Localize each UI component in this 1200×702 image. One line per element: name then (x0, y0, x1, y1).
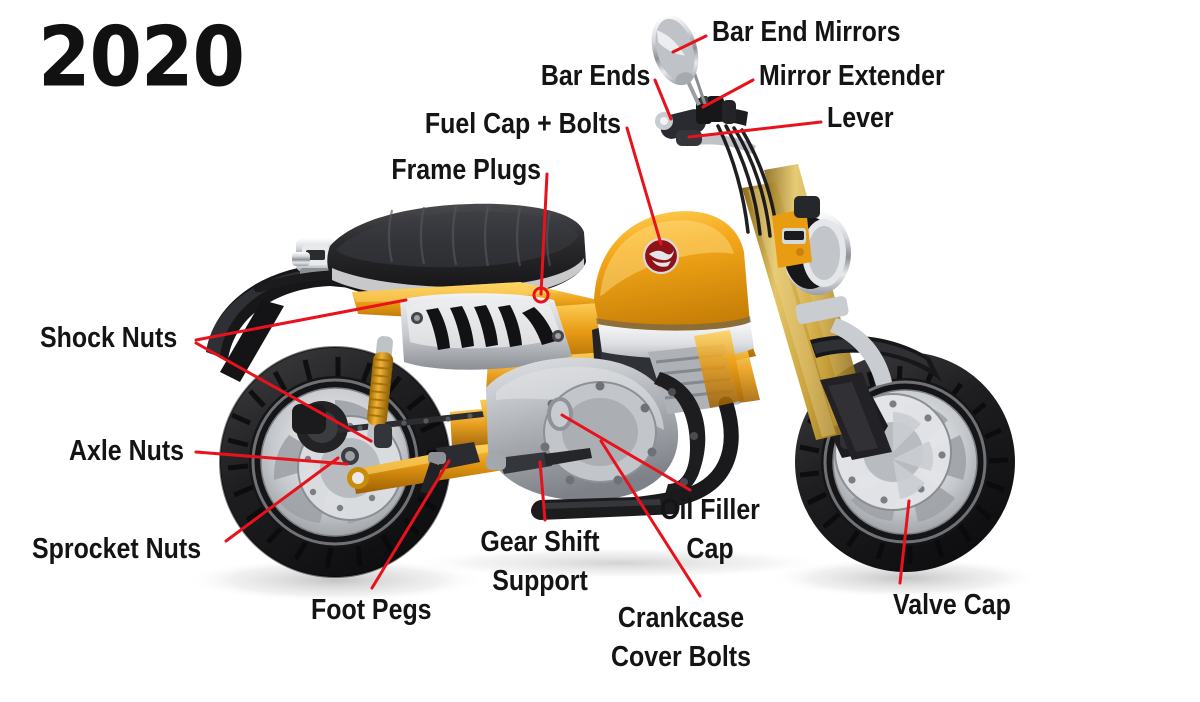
bar-end-mirror (651, 14, 707, 106)
label-oil-cap: Cap (683, 533, 738, 565)
label-text: Cap (686, 533, 734, 565)
label-crankcase: Crankcase (608, 602, 755, 634)
front-fender (810, 335, 942, 382)
label-foot-pegs: Foot Pegs (311, 594, 451, 626)
bar-end-weight (655, 112, 673, 130)
label-text: Support (492, 565, 588, 597)
label-support: Support (484, 565, 595, 597)
label-gear-shift: Gear Shift (471, 526, 610, 558)
label-text: Cover Bolts (611, 641, 751, 673)
headlight (772, 196, 851, 295)
year-badge: 2020 (38, 9, 245, 106)
label-text: Crankcase (617, 602, 745, 634)
frame-downtube (694, 330, 744, 408)
oil-filler-cap (547, 397, 573, 431)
label-text: Fuel Cap + Bolts (424, 108, 621, 140)
heat-shield (400, 293, 572, 370)
fuel-tank (594, 211, 754, 359)
label-cover-bolts: Cover Bolts (600, 641, 763, 673)
label-text: Gear Shift (480, 526, 600, 558)
label-valve-cap: Valve Cap (893, 589, 1030, 621)
label-axle-nuts: Axle Nuts (69, 435, 203, 467)
label-bar-ends: Bar Ends (523, 60, 650, 92)
label-frame-plugs: Frame Plugs (367, 154, 541, 186)
label-text: Valve Cap (893, 589, 1011, 621)
label-text: Foot Pegs (311, 594, 432, 626)
label-text: Mirror Extender (759, 60, 945, 92)
label-text: Frame Plugs (391, 154, 541, 186)
label-text: Oil Filler (660, 494, 760, 526)
label-fuel-cap-bolts: Fuel Cap + Bolts (393, 108, 621, 140)
label-sprocket-nuts: Sprocket Nuts (32, 533, 229, 565)
honda-wing-emblem (642, 237, 680, 275)
label-mirror-extender: Mirror Extender (759, 60, 975, 92)
label-text: Bar End Mirrors (712, 16, 901, 48)
label-shock-nuts: Shock Nuts (40, 322, 200, 354)
label-text: Shock Nuts (40, 322, 178, 354)
label-text: Bar Ends (540, 60, 650, 92)
label-lever: Lever (827, 102, 904, 134)
label-text: Axle Nuts (69, 435, 185, 467)
front-number-plate-bracket (830, 318, 892, 386)
label-oil-filler: Oil Filler (652, 494, 768, 526)
label-bar-end-mirrors: Bar End Mirrors (712, 16, 931, 48)
label-text: Lever (827, 102, 894, 134)
label-text: Sprocket Nuts (32, 533, 202, 565)
rear-turn-signal (292, 252, 310, 266)
